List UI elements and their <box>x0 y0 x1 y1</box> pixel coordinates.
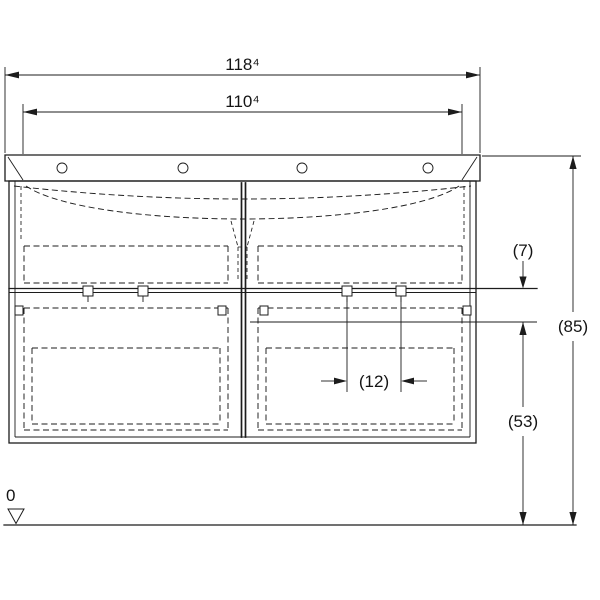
lower-drawer-box-left-outer <box>23 307 229 431</box>
dim-outer-width-label: 118⁴ <box>225 55 259 74</box>
label-background <box>497 407 549 436</box>
fixing-clip-icon <box>82 285 94 297</box>
label-background <box>546 312 600 341</box>
dim-lower-height: (53) <box>497 322 549 525</box>
arrowhead-down-icon <box>519 276 527 289</box>
cabinet-outline <box>8 180 477 444</box>
datum-triangle-icon <box>7 508 25 525</box>
fixing-clip-icon <box>56 162 68 174</box>
arrowhead-right-icon <box>401 377 414 385</box>
arrowhead-left-icon <box>23 108 37 116</box>
dim-upper-offset: (7) <box>513 241 534 289</box>
fixing-clip-icon <box>422 162 434 174</box>
upper-drawer-hidden-boxes <box>23 245 463 284</box>
slab-outline <box>4 154 481 182</box>
lower-drawer-box-left-inner <box>31 347 221 425</box>
dim-inner-width: 110⁴ <box>22 92 463 154</box>
dim-upper-offset-label: (7) <box>513 241 534 260</box>
dim-total-height: (85) <box>482 155 600 525</box>
slide-bracket-icon <box>462 305 472 316</box>
arrowhead-up-icon <box>519 322 527 335</box>
upper-drawer-box-left <box>23 245 229 284</box>
fixing-clip-icon <box>177 162 189 174</box>
arrowhead-left-icon <box>5 71 19 79</box>
bowl-rim-hidden-line <box>13 185 472 200</box>
drain-hidden-line <box>230 220 239 248</box>
slide-bracket-icon <box>259 305 269 316</box>
slab-corner-chamfer-left <box>7 156 24 181</box>
slab-corner-chamfer-right <box>461 156 478 181</box>
dim-inner-width-label: 110⁴ <box>225 92 259 111</box>
arrowhead-up-icon <box>569 156 577 169</box>
fixing-clip-icon <box>137 285 149 297</box>
arrowhead-down-icon <box>519 512 527 525</box>
dim-lower-height-label: (53) <box>508 412 538 431</box>
floor-datum: 0 <box>3 486 577 526</box>
bowl-wall-hidden-line <box>25 185 460 220</box>
arrowhead-right-icon <box>466 71 480 79</box>
drain-hidden-line <box>246 220 255 248</box>
dim-center-spacing: (12) <box>321 298 427 392</box>
dim-total-height-label: (85) <box>558 317 588 336</box>
washbasin-bowl-hidden-lines <box>13 185 472 282</box>
dim-center-spacing-label: (12) <box>359 372 389 391</box>
datum-zero-label: 0 <box>6 486 15 505</box>
dim-outer-width: 118⁴ <box>4 55 481 153</box>
fixing-clip-icon <box>395 285 407 297</box>
upper-drawer-box-right <box>257 245 463 284</box>
fixing-clip-icon <box>296 162 308 174</box>
divider-fixing-clips <box>82 285 407 302</box>
arrowhead-down-icon <box>569 512 577 525</box>
cabinet-body <box>8 180 538 444</box>
lower-drawer-hidden-boxes <box>14 305 472 431</box>
arrowhead-right-icon <box>448 108 462 116</box>
washbasin-slab <box>4 154 481 182</box>
arrowhead-left-icon <box>334 377 347 385</box>
slide-bracket-icon <box>217 305 227 316</box>
lower-drawer-box-right-outer <box>257 307 463 431</box>
slide-bracket-icon <box>14 305 24 316</box>
fixing-clip-icon <box>341 285 353 297</box>
